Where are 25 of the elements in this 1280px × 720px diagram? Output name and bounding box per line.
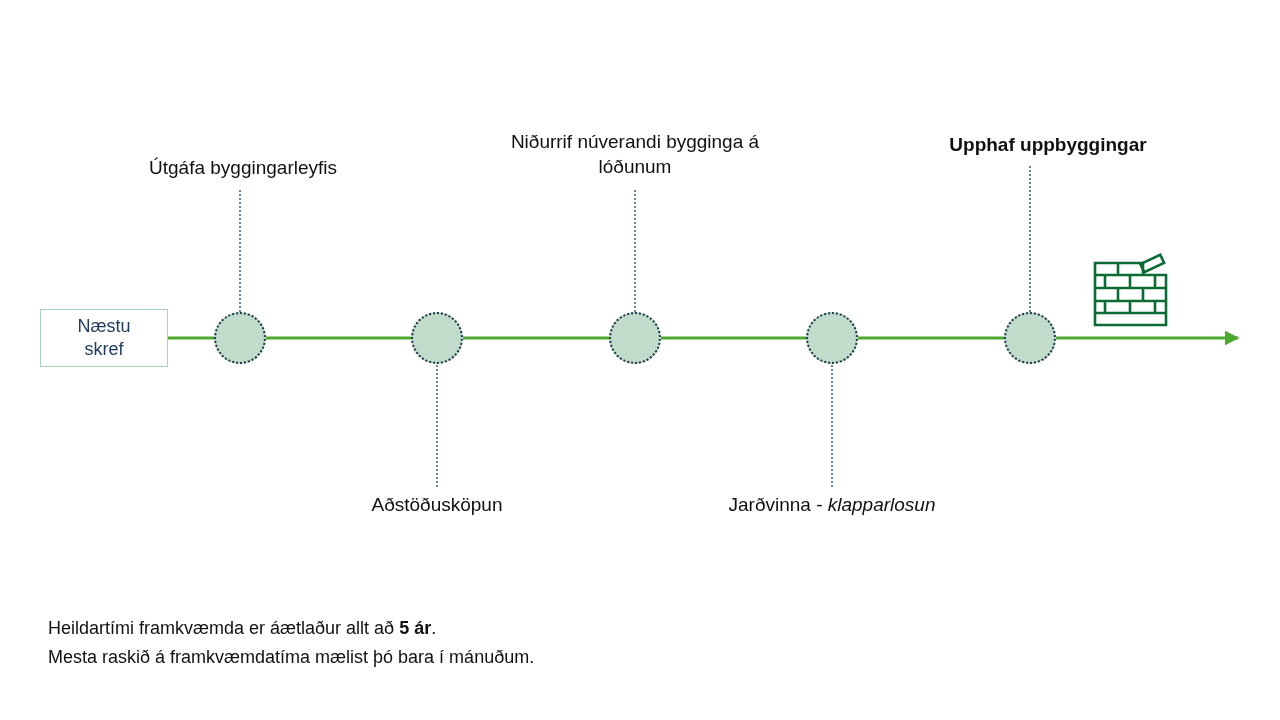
timeline-line	[463, 336, 609, 340]
milestone-label: Jarðvinna - klapparlosun	[728, 492, 936, 517]
timeline-line	[168, 336, 214, 340]
timeline-line	[1056, 330, 1240, 346]
milestone-circle	[806, 312, 858, 364]
milestone-circle	[411, 312, 463, 364]
leader-line	[634, 189, 636, 313]
timeline-line	[266, 336, 411, 340]
milestone-label: Aðstöðusköpun	[371, 492, 503, 517]
leader-line	[1029, 165, 1031, 313]
leader-line	[239, 189, 241, 313]
footnote-text: Heildartími framkvæmda er áætlaður allt að 5 ár.	[48, 618, 437, 639]
start-box	[40, 309, 168, 367]
timeline-line	[858, 336, 1004, 340]
milestone-label: Upphaf uppbyggingar	[949, 132, 1147, 157]
milestone-label: Niðurrif núverandi bygginga á lóðunum	[510, 130, 760, 179]
footnote-text: Mesta raskið á framkvæmdatíma mælist þó bara í mánuðum.	[48, 647, 535, 668]
leader-line	[831, 363, 833, 488]
leader-line	[436, 363, 438, 488]
box-label: Næstu skref	[76, 314, 132, 361]
milestone-label: Útgáfa byggingarleyfis	[149, 155, 337, 180]
milestone-circle	[1004, 312, 1056, 364]
milestone-circle	[609, 312, 661, 364]
milestone-circle	[214, 312, 266, 364]
timeline-line	[661, 336, 806, 340]
